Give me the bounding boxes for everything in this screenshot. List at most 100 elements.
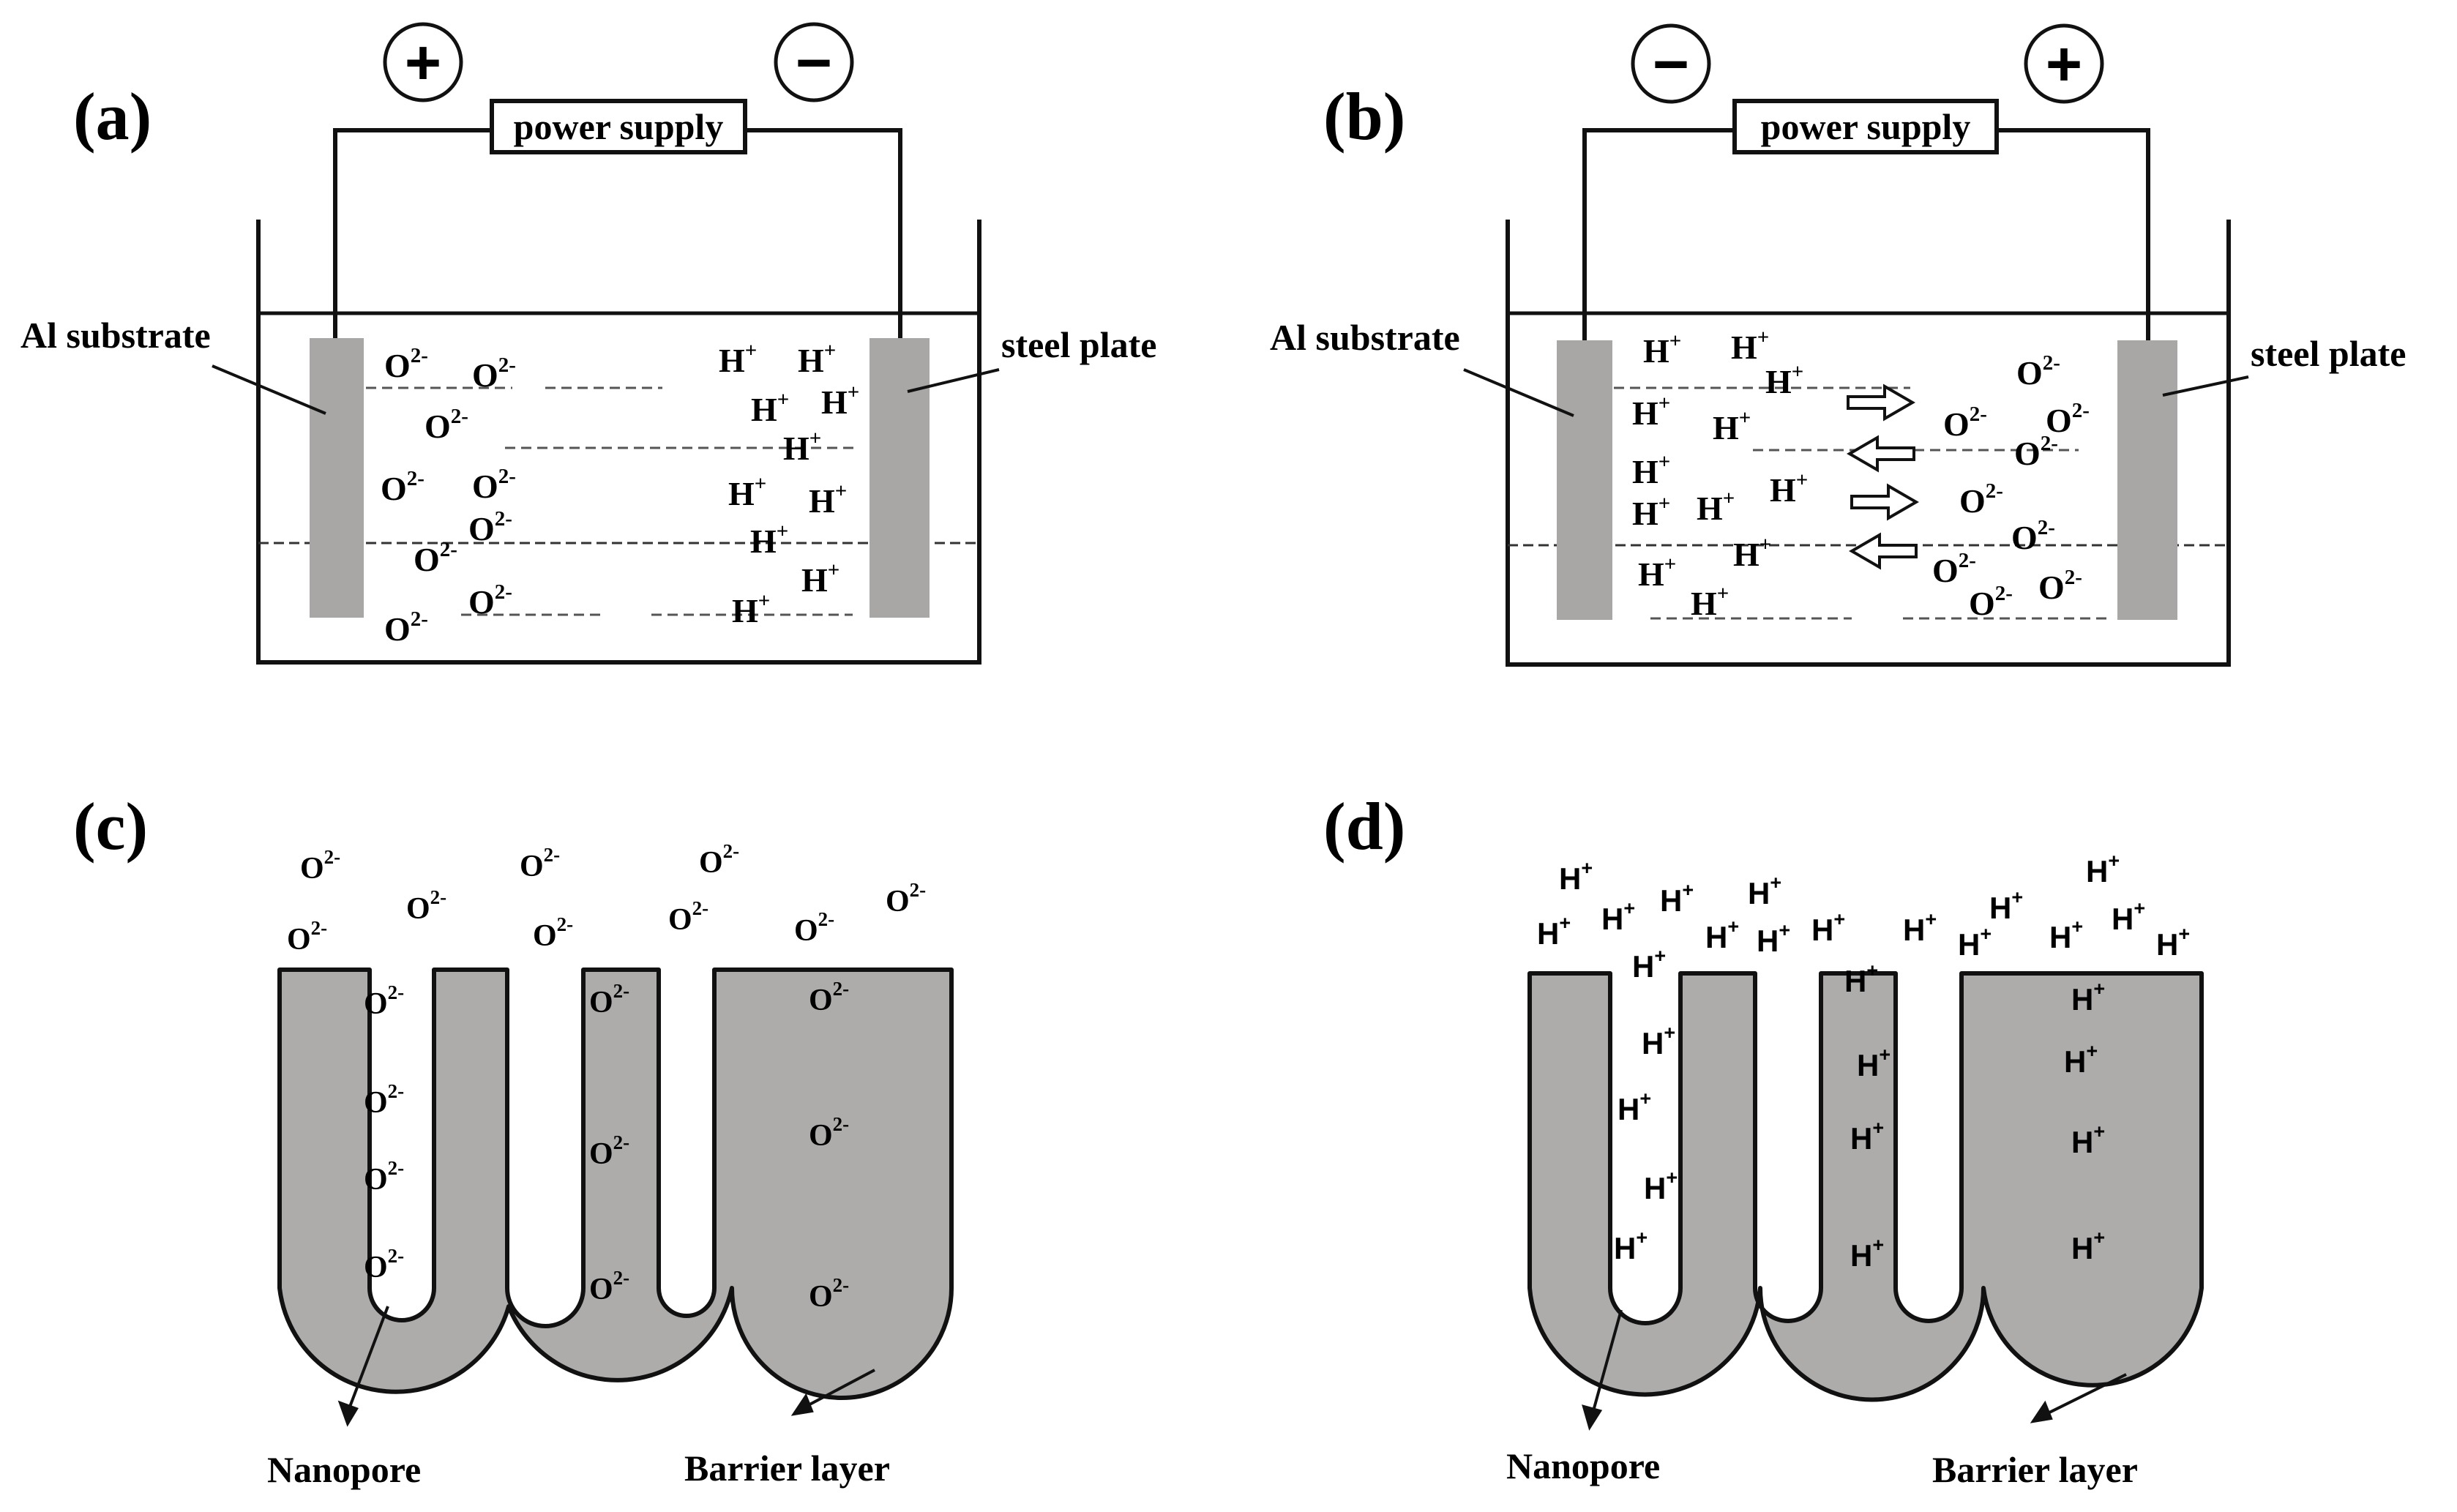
al-substrate-label-a: Al substrate [20,315,211,356]
al-substrate-label-b: Al substrate [1270,317,1460,358]
oxide-ion: O2- [468,507,512,547]
al-substrate-leader-a [212,364,326,415]
steel-plate-label-a: steel plate [1001,324,1156,365]
negative-sign-a: − [796,28,832,98]
panel-d-label: (d) [1323,789,1405,864]
arrow-head-icon [337,1400,359,1427]
proton: H+ [2071,1227,2105,1265]
proton: H+ [1713,406,1751,446]
panel-b: (b) power supply − + Al substrate steel … [1270,23,2406,667]
al-substrate-electrode-b [1557,340,1612,620]
proton: H+ [798,339,836,379]
proton: H+ [2064,1040,2098,1079]
power-supply-box-a [490,99,747,154]
oxide-ion: O2- [287,917,327,957]
beaker-a [256,220,981,665]
proton: H+ [1642,1022,1675,1060]
proton: H+ [1857,1044,1891,1082]
proton: H+ [1705,916,1739,954]
proton: H+ [1660,879,1694,918]
proton: H+ [2049,916,2083,954]
proton: H+ [2071,978,2105,1017]
oxide-ion: O2- [2016,351,2060,392]
oxide-ion: O2- [1969,582,2013,622]
panel-b-label: (b) [1323,79,1405,154]
circuit-wire-b [1582,128,2150,340]
oxide-ion: O2- [886,879,926,918]
steel-plate-electrode-b [2117,340,2177,620]
proton: H+ [1731,326,1769,366]
alumina-pore-structure-d [1527,971,2204,1402]
oxide-ion: O2- [2014,432,2058,472]
nanopore-label-c: Nanopore [267,1449,421,1490]
oxide-ion: O2- [364,1080,404,1120]
proton: H+ [1638,553,1676,593]
power-supply-label-b: power supply [1761,106,1971,147]
proton: H+ [783,427,821,467]
oxide-ion: O2- [589,1267,629,1306]
oxide-ion: O2- [809,1274,849,1314]
oxide-ion: O2- [589,1131,629,1171]
ions-d: H+H+H+H+H+H+H+H+H+H+H+H+H+H+H+H+H+H+H+H+… [1537,850,2190,1273]
label-arrows-d [1582,1309,2127,1431]
beaker-b [1506,220,2231,667]
power-supply-label-a: power supply [514,106,724,147]
proton: H+ [1811,908,1845,947]
al-substrate-electrode-a [310,338,364,618]
steel-plate-electrode-a [870,338,930,618]
alumina-pore-structure-c [277,968,954,1400]
ions-b: H+H+H+H+H+H+H+H+H+H+H+H+O2-O2-O2-O2-O2-O… [1632,326,2090,622]
negative-terminal-b: − [1631,23,1711,104]
proton: H+ [1958,923,1992,962]
proton: H+ [2086,850,2120,888]
proton: H+ [1632,392,1670,432]
positive-terminal-a: + [383,22,463,102]
circuit-wire-a [333,128,902,340]
proton: H+ [1618,1088,1651,1126]
arrow-right-icon [1847,383,1915,422]
steel-plate-leader-a [907,368,1000,393]
proton: H+ [2156,923,2190,962]
ions-c: O2- O2- O2- O2- O2- O2- O2- O2- O2- O2- O2- O2- O2- O… [287,840,926,1314]
panel-a-label: (a) [73,79,152,154]
negative-terminal-a: − [774,22,854,102]
arrow-right-icon [1850,483,1919,521]
oxide-ion: O2- [364,1245,404,1284]
barrier-layer-label-c: Barrier layer [684,1448,890,1489]
positive-sign-b: + [2046,29,2082,100]
positive-terminal-b: + [2024,23,2104,104]
oxide-ion: O2- [1959,479,2003,520]
arrow-head-icon [2030,1400,2053,1423]
proton: H+ [751,388,789,428]
proton: H+ [1559,857,1593,896]
ions-a: O2-O2-O2-O2-O2-O2-O2-O2-O2-H+H+H+H+H+H+H… [381,339,859,648]
oxide-ion: O2- [668,897,708,937]
oxide-ion: O2- [533,913,573,953]
oxide-ion: O2- [425,405,468,445]
proton: H+ [1989,886,2023,925]
oxide-ion: O2- [414,538,457,578]
proton: H+ [750,520,788,560]
al-substrate-leader-b [1463,368,1574,417]
oxide-ion: O2- [472,465,516,505]
oxide-ion: O2- [406,886,446,926]
proton: H+ [1632,945,1666,984]
oxide-ion: O2- [468,580,512,621]
positive-sign-a: + [405,28,441,98]
oxide-ion: O2- [794,908,834,948]
arrow-head-icon [1582,1404,1603,1431]
proton: H+ [1697,487,1735,527]
steel-plate-label-b: steel plate [2251,333,2406,374]
panel-a: (a) power supply + − Al substr [20,22,1156,665]
oxide-ion: O2- [699,840,739,880]
proton: H+ [1643,329,1681,370]
power-supply-box-b [1732,99,1999,154]
oxide-ion: O2- [364,1157,404,1197]
proton: H+ [1748,872,1781,910]
oxide-ion: O2- [300,846,340,886]
oxide-ion: O2- [381,467,425,507]
barrier-layer-label-d: Barrier layer [1932,1449,2138,1490]
oxide-ion: O2- [589,980,629,1019]
migration-dashes-a [366,386,856,616]
oxide-ion: O2- [520,844,560,883]
